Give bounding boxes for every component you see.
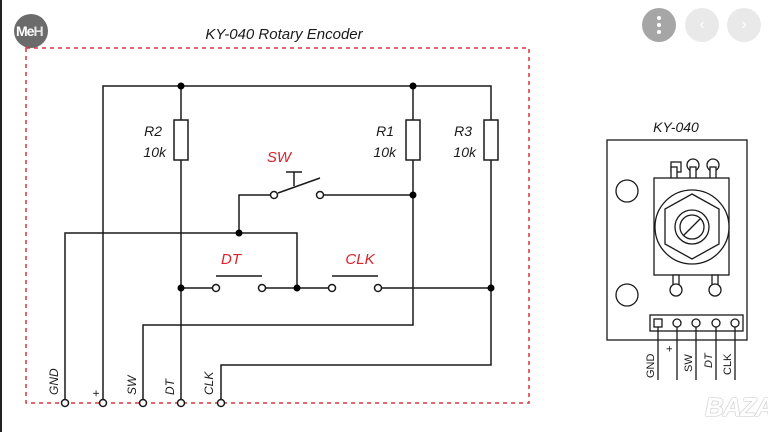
sw-label: SW (267, 149, 293, 166)
pin-label-sw: SW (125, 374, 139, 395)
module-pin-vcc: + (664, 346, 676, 352)
r2-label: R2 (144, 123, 162, 139)
pin-clk-terminal (216, 398, 226, 408)
vcc-rail (102, 85, 492, 403)
dt-label: DT (221, 251, 243, 268)
clk-wire (220, 160, 492, 403)
module-title: KY-040 (653, 119, 699, 135)
r1-value: 10k (373, 144, 397, 160)
pin-gnd-terminal (60, 398, 70, 408)
more-options-button[interactable] (642, 8, 676, 42)
r3-value: 10k (453, 144, 477, 160)
logo-text: Me (16, 23, 34, 39)
resistor-r1 (405, 119, 421, 161)
module-leads (657, 327, 736, 380)
junctions (177, 82, 495, 292)
pin-label-gnd: GND (47, 368, 61, 395)
schematic-title: KY-040 Rotary Encoder (205, 26, 363, 43)
site-logo[interactable]: MeH (14, 14, 48, 48)
resistor-r3 (483, 119, 499, 161)
more-vertical-icon (657, 16, 661, 34)
resistor-r2 (173, 119, 189, 161)
module-pin-dt: DT (703, 352, 715, 368)
pin-label-clk: CLK (202, 371, 216, 395)
module-board (606, 139, 748, 341)
module-pin-sw: SW (683, 354, 695, 372)
clk-label: CLK (345, 251, 375, 268)
r1-label: R1 (376, 123, 394, 139)
switch-contacts (60, 190, 383, 408)
pin-label-dt: DT (163, 377, 177, 395)
module-pin-clk: CLK (722, 353, 734, 375)
chevron-left-icon: ‹ (699, 16, 705, 33)
previous-image-button[interactable]: ‹ (685, 8, 719, 42)
mount-hole-bottom (615, 283, 639, 307)
next-image-button[interactable]: › (727, 8, 761, 42)
r3-label: R3 (454, 123, 472, 139)
window-edge (0, 0, 2, 432)
pin-label-vcc: + (89, 390, 103, 397)
watermark: BAZAR (705, 392, 768, 422)
chevron-right-icon: › (741, 16, 747, 33)
gnd-wire (64, 232, 298, 403)
pin-sw-terminal (138, 398, 148, 408)
pin-dt-terminal (176, 398, 186, 408)
pin-vcc-terminal (98, 398, 108, 408)
module-boundary (25, 47, 530, 404)
r2-value: 10k (143, 144, 167, 160)
module-pin-gnd: GND (645, 354, 657, 379)
logo-ghost-text: H (33, 23, 43, 39)
mount-hole-top (615, 179, 639, 203)
wires (64, 85, 492, 403)
sw-wire (142, 160, 414, 403)
